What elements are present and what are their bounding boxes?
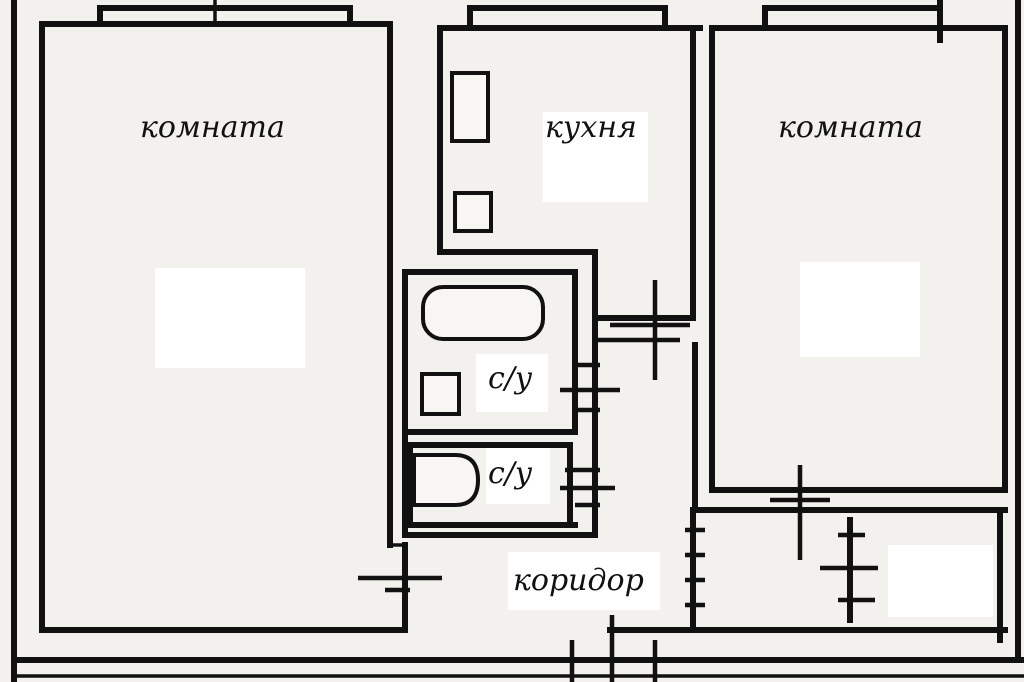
- washbasin-icon: [412, 453, 481, 507]
- bathroom-2-label: с/у: [488, 456, 533, 491]
- room-right-walls: [709, 25, 1008, 493]
- kitchen-counter: [450, 71, 490, 143]
- room-left-label: комната: [140, 110, 285, 145]
- toilet-icon: [420, 372, 461, 416]
- bathroom-1-walls: [402, 269, 578, 533]
- kitchen-walls: [437, 25, 715, 348]
- outer-walls: [11, 0, 1024, 682]
- kitchen-label: кухня: [545, 110, 637, 145]
- blank-patches: [155, 112, 993, 617]
- room-right-label: комната: [778, 110, 923, 145]
- kitchen-stove: [453, 191, 493, 233]
- bathroom-1-label: с/у: [488, 361, 533, 396]
- room-left-walls: [39, 21, 408, 633]
- bathtub-icon: [421, 285, 545, 341]
- corridor-label: коридор: [513, 563, 644, 598]
- bathroom-2-walls: [402, 442, 598, 538]
- door-ticks: [358, 280, 878, 682]
